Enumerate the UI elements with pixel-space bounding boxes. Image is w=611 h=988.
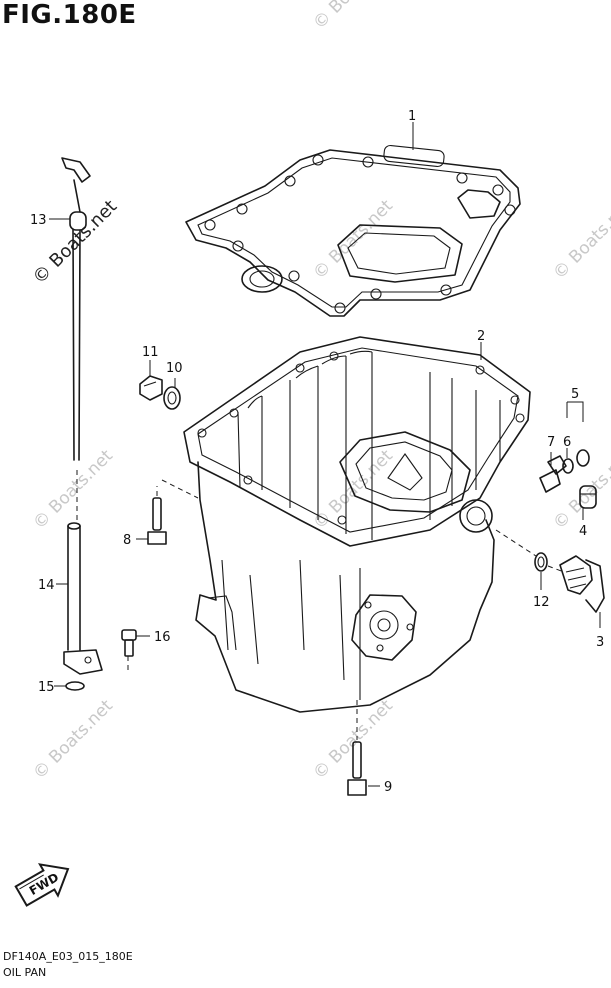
fwd-arrow-icon: FWD bbox=[14, 863, 70, 907]
washer-part-10 bbox=[163, 386, 181, 410]
leader-lines bbox=[49, 122, 601, 787]
watermark-text: © Boats.net bbox=[29, 196, 121, 288]
watermark-text: © Boats.net bbox=[29, 696, 117, 784]
callout-14: 14 bbox=[38, 578, 55, 593]
callout-5: 5 bbox=[571, 387, 579, 402]
callout-numbers: 1 2 3 4 5 6 7 8 9 10 11 12 13 14 15 16 bbox=[30, 109, 604, 795]
model-code: DF140A_E03_015_180E bbox=[3, 950, 133, 963]
ring-part-6 bbox=[562, 458, 574, 474]
watermark-text: © Boats.net bbox=[309, 196, 397, 284]
figure-title: FIG.180E bbox=[2, 0, 137, 30]
cap-part-5 bbox=[576, 449, 590, 467]
watermarks: © Boats.net © Boats.net © Boats.net © Bo… bbox=[29, 0, 611, 784]
gasket-part-1 bbox=[185, 144, 521, 317]
bolt-part-9 bbox=[347, 741, 367, 796]
section-name: OIL PAN bbox=[3, 966, 47, 979]
plug-part-4 bbox=[579, 485, 597, 509]
o-ring-part-15 bbox=[65, 681, 85, 691]
callout-9: 9 bbox=[384, 780, 392, 795]
dipstick-part-13 bbox=[61, 157, 91, 461]
oil-pan-part-2 bbox=[183, 336, 531, 713]
callout-16: 16 bbox=[154, 630, 171, 645]
callout-6: 6 bbox=[563, 435, 571, 450]
plug-part-11 bbox=[139, 375, 163, 401]
callout-15: 15 bbox=[38, 680, 55, 695]
guide-tube-part-14 bbox=[63, 522, 103, 675]
callout-10: 10 bbox=[166, 361, 183, 376]
watermark-text: © Boats.net bbox=[309, 0, 397, 34]
callout-1: 1 bbox=[408, 109, 416, 124]
callout-2: 2 bbox=[477, 329, 485, 344]
callout-4: 4 bbox=[579, 524, 587, 539]
bolt-part-8 bbox=[147, 497, 167, 545]
callout-3: 3 bbox=[596, 635, 604, 650]
drain-plug-part-3 bbox=[559, 555, 605, 613]
watermark-text: © Boats.net bbox=[309, 446, 397, 534]
bolt-part-16 bbox=[121, 629, 137, 657]
callout-13: 13 bbox=[30, 213, 47, 228]
fitting-part-7 bbox=[539, 455, 567, 493]
callout-8: 8 bbox=[123, 533, 131, 548]
callout-12: 12 bbox=[533, 595, 550, 610]
callout-11: 11 bbox=[142, 345, 159, 360]
watermark-text: © Boats.net bbox=[549, 196, 611, 284]
callout-7: 7 bbox=[547, 435, 555, 450]
gasket-ring-part-12 bbox=[534, 552, 548, 572]
assembly-lines bbox=[76, 470, 565, 740]
